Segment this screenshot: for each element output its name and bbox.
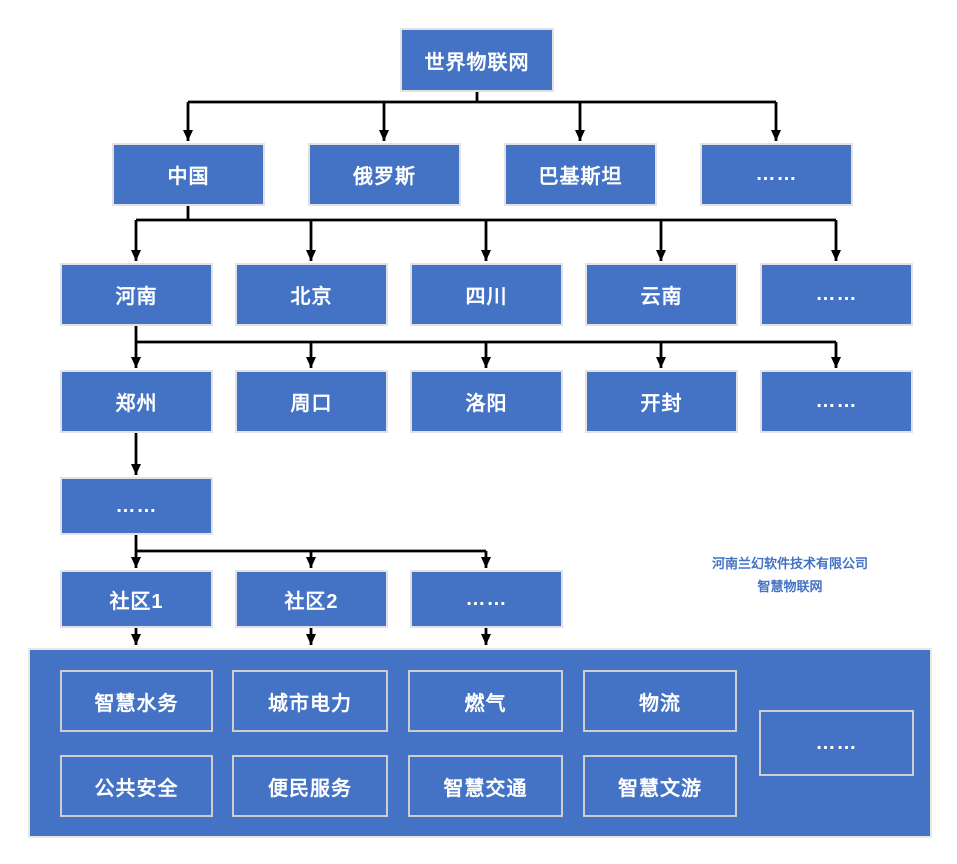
service-smart-water: 智慧水务 [60,670,213,732]
node-china: 中国 [112,143,265,206]
service-smart-transport: 智慧交通 [408,755,563,817]
node-community-1: 社区1 [60,570,213,628]
service-logistics: 物流 [583,670,737,732]
node-yunnan: 云南 [585,263,738,326]
node-russia: 俄罗斯 [308,143,461,206]
node-sichuan: 四川 [410,263,563,326]
node-beijing: 北京 [235,263,388,326]
service-city-power: 城市电力 [232,670,388,732]
service-more: …… [759,710,914,776]
node-world-iot: 世界物联网 [400,28,554,92]
watermark-product-name: 智慧物联网 [757,579,823,595]
service-convenient-services: 便民服务 [232,755,388,817]
node-provinces-more: …… [760,263,913,326]
node-pakistan: 巴基斯坦 [504,143,657,206]
node-kaifeng: 开封 [585,370,738,433]
node-communities-more: …… [410,570,563,628]
node-cities-more: …… [760,370,913,433]
service-public-safety: 公共安全 [60,755,213,817]
node-zhengzhou: 郑州 [60,370,213,433]
service-gas: 燃气 [408,670,563,732]
node-districts-more: …… [60,477,213,535]
node-community-2: 社区2 [235,570,388,628]
company-watermark: 河南兰幻软件技术有限公司 智慧物联网 [660,552,920,599]
node-countries-more: …… [700,143,853,206]
node-luoyang: 洛阳 [410,370,563,433]
service-smart-tourism: 智慧文游 [583,755,737,817]
node-zhoukou: 周口 [235,370,388,433]
watermark-company-name: 河南兰幻软件技术有限公司 [711,556,868,571]
node-henan: 河南 [60,263,213,326]
